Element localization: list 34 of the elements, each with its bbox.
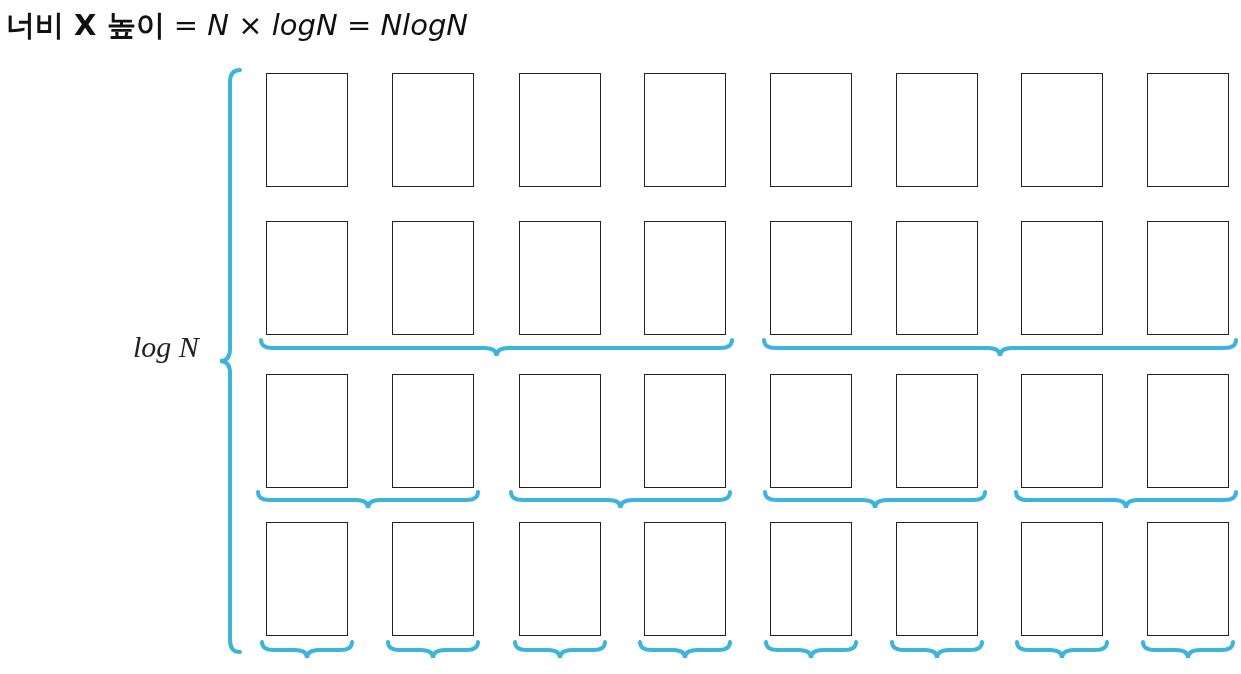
rectangle-frame: [1021, 522, 1103, 636]
rectangle-frame: [1147, 374, 1229, 488]
rectangle-frame: [266, 73, 348, 187]
rectangle-frame: [392, 221, 474, 335]
rectangle-frame: [519, 522, 601, 636]
rectangle-frame: [1147, 522, 1229, 636]
rectangle-frame: [1147, 221, 1229, 335]
rectangle-frame: [1021, 221, 1103, 335]
rectangle-frame: [770, 522, 852, 636]
rectangle-frame: [644, 221, 726, 335]
rectangle-frame: [519, 374, 601, 488]
rectangle-frame: [896, 73, 978, 187]
rectangle-frame: [1021, 73, 1103, 187]
brace-label: log N: [133, 330, 199, 364]
rectangle-frame: [896, 221, 978, 335]
rectangle-frame: [392, 522, 474, 636]
rectangle-frame: [644, 73, 726, 187]
title: 너비 X 높이 = N × logN = NlogN: [6, 7, 469, 44]
rectangle-frame: [266, 374, 348, 488]
rectangle-frame: [266, 522, 348, 636]
rectangle-frame: [392, 73, 474, 187]
rectangle-frame: [770, 221, 852, 335]
rectangle-frame: [644, 374, 726, 488]
rectangle-frame: [519, 73, 601, 187]
rectangle-frame: [266, 221, 348, 335]
rectangle-frame: [519, 221, 601, 335]
rectangle-frame: [896, 374, 978, 488]
rectangle-frame: [896, 522, 978, 636]
rectangle-frame: [770, 374, 852, 488]
rectangle-frame: [1147, 73, 1229, 187]
rectangle-frame: [770, 73, 852, 187]
rectangle-frame: [1021, 374, 1103, 488]
rectangle-frame: [644, 522, 726, 636]
rectangle-frame: [392, 374, 474, 488]
